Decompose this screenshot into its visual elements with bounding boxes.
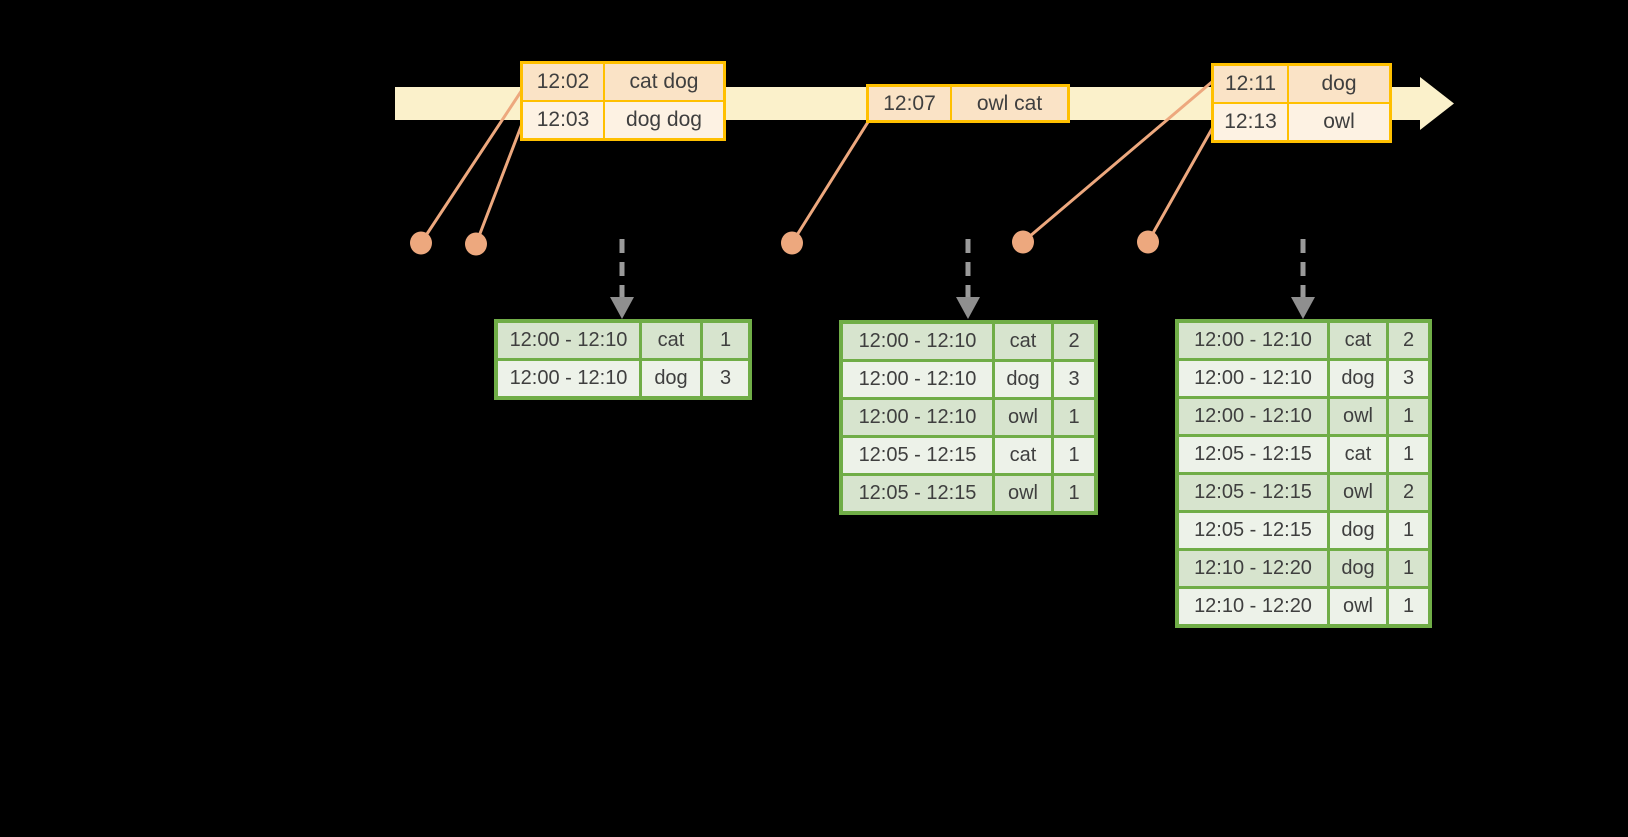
window-cell: 12:00 - 12:10 (1179, 361, 1327, 396)
event-connector-lines (419, 79, 1215, 246)
window-cell: 12:00 - 12:10 (843, 362, 992, 397)
event-dot-icon (1137, 230, 1159, 254)
window-cell: 12:00 - 12:10 (1179, 399, 1327, 434)
count-cell: 2 (1389, 323, 1428, 358)
count-cell: 1 (1054, 476, 1094, 511)
result-row: 12:05 - 12:15 owl 2 (1179, 475, 1428, 510)
window-cell: 12:05 - 12:15 (1179, 437, 1327, 472)
result-row: 12:05 - 12:15 cat 1 (843, 438, 1094, 473)
result-row: 12:10 - 12:20 owl 1 (1179, 589, 1428, 624)
trigger-arrowhead-icon (610, 297, 634, 319)
event-dot-icon (1012, 230, 1034, 254)
window-cell: 12:00 - 12:10 (843, 400, 992, 435)
word-cell: owl (1330, 589, 1386, 624)
result-row: 12:10 - 12:20 dog 1 (1179, 551, 1428, 586)
input-batch-table-1: 12:02 cat dog 12:03 dog dog (520, 61, 726, 141)
word-cell: dog (1330, 513, 1386, 548)
input-event-row: 12:11 dog (1214, 66, 1389, 102)
event-dot-icon (465, 232, 487, 256)
result-row: 12:05 - 12:15 owl 1 (843, 476, 1094, 511)
event-time-cell: 12:13 (1214, 104, 1287, 140)
event-time-cell: 12:02 (523, 64, 603, 100)
event-dot-icon (410, 231, 432, 255)
word-cell: cat (1330, 437, 1386, 472)
event-words-cell: dog dog (605, 102, 723, 138)
event-words-cell: dog (1289, 66, 1389, 102)
window-cell: 12:00 - 12:10 (1179, 323, 1327, 358)
result-table-3: 12:00 - 12:10 cat 2 12:00 - 12:10 dog 3 … (1175, 319, 1432, 628)
count-cell: 3 (1054, 362, 1094, 397)
count-cell: 2 (1054, 324, 1094, 359)
count-cell: 1 (1389, 399, 1428, 434)
input-event-row: 12:13 owl (1214, 104, 1389, 140)
event-line-1203 (474, 122, 524, 246)
result-row: 12:00 - 12:10 dog 3 (498, 361, 748, 396)
result-row: 12:00 - 12:10 cat 2 (843, 324, 1094, 359)
window-cell: 12:05 - 12:15 (1179, 513, 1327, 548)
event-words-cell: owl cat (952, 87, 1067, 120)
word-cell: cat (1330, 323, 1386, 358)
word-cell: owl (995, 400, 1051, 435)
event-words-cell: owl (1289, 104, 1389, 140)
count-cell: 1 (1389, 513, 1428, 548)
count-cell: 1 (1389, 437, 1428, 472)
trigger-arrowhead-icon (1291, 297, 1315, 319)
event-time-cell: 12:07 (869, 87, 950, 120)
word-cell: owl (1330, 475, 1386, 510)
window-cell: 12:05 - 12:15 (1179, 475, 1327, 510)
count-cell: 2 (1389, 475, 1428, 510)
count-cell: 1 (1054, 400, 1094, 435)
timeline-arrowhead-icon (1420, 77, 1454, 130)
result-row: 12:00 - 12:10 cat 1 (498, 323, 748, 358)
event-line-1211 (1021, 79, 1215, 244)
result-row: 12:00 - 12:10 cat 2 (1179, 323, 1428, 358)
window-cell: 12:10 - 12:20 (1179, 551, 1327, 586)
count-cell: 3 (703, 361, 748, 396)
result-table-1: 12:00 - 12:10 cat 1 12:00 - 12:10 dog 3 (494, 319, 752, 400)
word-cell: dog (995, 362, 1051, 397)
result-row: 12:00 - 12:10 owl 1 (1179, 399, 1428, 434)
count-cell: 1 (1389, 589, 1428, 624)
input-batch-table-3: 12:11 dog 12:13 owl (1211, 63, 1392, 143)
word-cell: cat (995, 324, 1051, 359)
result-row: 12:00 - 12:10 owl 1 (843, 400, 1094, 435)
word-cell: dog (1330, 361, 1386, 396)
count-cell: 1 (703, 323, 748, 358)
word-cell: owl (1330, 399, 1386, 434)
window-cell: 12:10 - 12:20 (1179, 589, 1327, 624)
event-time-cell: 12:11 (1214, 66, 1287, 102)
event-dot-icon (781, 231, 803, 255)
event-line-1207 (790, 120, 870, 245)
result-row: 12:05 - 12:15 cat 1 (1179, 437, 1428, 472)
input-event-row: 12:07 owl cat (869, 87, 1067, 120)
window-cell: 12:05 - 12:15 (843, 438, 992, 473)
count-cell: 3 (1389, 361, 1428, 396)
word-cell: dog (1330, 551, 1386, 586)
event-time-cell: 12:03 (523, 102, 603, 138)
word-cell: dog (642, 361, 700, 396)
input-batch-table-2: 12:07 owl cat (866, 84, 1070, 123)
word-cell: owl (995, 476, 1051, 511)
event-line-1213 (1146, 125, 1215, 244)
result-row: 12:05 - 12:15 dog 1 (1179, 513, 1428, 548)
window-cell: 12:00 - 12:10 (498, 361, 639, 396)
window-cell: 12:05 - 12:15 (843, 476, 992, 511)
input-event-row: 12:03 dog dog (523, 102, 723, 138)
result-row: 12:00 - 12:10 dog 3 (843, 362, 1094, 397)
window-cell: 12:00 - 12:10 (843, 324, 992, 359)
event-markers (410, 230, 1159, 256)
count-cell: 1 (1054, 438, 1094, 473)
count-cell: 1 (1389, 551, 1428, 586)
input-event-row: 12:02 cat dog (523, 64, 723, 100)
window-cell: 12:00 - 12:10 (498, 323, 639, 358)
word-cell: cat (642, 323, 700, 358)
word-cell: cat (995, 438, 1051, 473)
trigger-arrowhead-icon (956, 297, 980, 319)
result-table-2: 12:00 - 12:10 cat 2 12:00 - 12:10 dog 3 … (839, 320, 1098, 515)
event-words-cell: cat dog (605, 64, 723, 100)
result-row: 12:00 - 12:10 dog 3 (1179, 361, 1428, 396)
event-line-1202 (419, 88, 524, 245)
trigger-arrows (610, 239, 1315, 319)
